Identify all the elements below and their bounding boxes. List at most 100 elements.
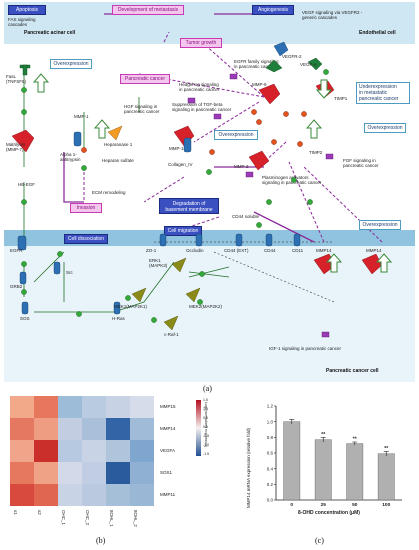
gene-cd44ext: CD44 (EXT) bbox=[224, 248, 249, 253]
colorbar-tick: 1.5 bbox=[203, 398, 208, 402]
x-tick-label: 100 bbox=[382, 502, 390, 508]
gene-src: Src bbox=[66, 270, 73, 275]
invasion-box: Invasion bbox=[70, 203, 102, 213]
x-tick-label: 50 bbox=[352, 502, 358, 508]
y-tick-label: 0.4 bbox=[267, 466, 274, 471]
overexpression-box-3: Overexpression bbox=[364, 123, 406, 133]
overexpression-box-4: Overexpression bbox=[359, 220, 401, 230]
gene-sos: SOS bbox=[20, 316, 30, 321]
gene-mmp14a: MMP14 bbox=[316, 248, 332, 253]
pathway-markers bbox=[187, 73, 334, 338]
gene-mmp2: MMP-2 bbox=[234, 164, 249, 169]
heatmap-col-label: OHC_1 bbox=[61, 510, 66, 526]
overexpression-box-2: Overexpression bbox=[214, 130, 258, 140]
pancreatic-cancer-box: Pancreatic cancer bbox=[120, 74, 170, 84]
bar bbox=[346, 443, 364, 501]
apoptosis-box: Apoptosis bbox=[8, 5, 46, 15]
gene-heparan: Heparan sulfate bbox=[102, 158, 134, 163]
gene-mek2: MEK2(MAP2K2) bbox=[189, 304, 223, 309]
cd44-soluble-label: CD44 soluble bbox=[232, 214, 260, 219]
colorbar-tick: 0.0 bbox=[203, 425, 208, 429]
heatmap-svg bbox=[10, 396, 201, 506]
gene-matrilysin: Matrilysin (MMP-7) bbox=[6, 142, 26, 152]
gene-zo1: ZO-1 bbox=[146, 248, 157, 253]
heatmap-row-label: MMP15 bbox=[160, 404, 176, 409]
region-cancer: Pancreatic cancer cell bbox=[326, 368, 379, 374]
bar bbox=[283, 421, 301, 501]
gene-hras: H-Ras bbox=[112, 316, 125, 321]
heparanase-glyph bbox=[107, 125, 123, 141]
cancer-cell-zone bbox=[4, 246, 415, 382]
colorbar-tick: 0.5 bbox=[203, 416, 208, 420]
y-tick-label: 0.0 bbox=[267, 498, 274, 503]
gene-grb2: GRB2 bbox=[10, 284, 23, 289]
gene-egfr: EGFR bbox=[10, 248, 23, 253]
fas-label: FAS signaling cascades bbox=[8, 17, 36, 27]
gene-cd44: CD44 bbox=[264, 248, 276, 253]
x-tick-label: 0 bbox=[290, 502, 293, 508]
heatmap-col-label: s2 bbox=[37, 510, 42, 515]
gene-mmp9: MMP-9 bbox=[252, 82, 267, 87]
bar-xlabel: 8-OHD concentration (μM) bbox=[298, 510, 360, 516]
gene-glyphs bbox=[11, 41, 393, 331]
x-tick-label: 25 bbox=[321, 502, 327, 508]
heatmap-row-label: SOS1 bbox=[160, 470, 173, 475]
cell-dissociation-box: Cell dissociation bbox=[64, 234, 108, 244]
metastasis-box: Development of metastasis bbox=[112, 5, 184, 15]
gene-hbegf: HB-EGF bbox=[18, 182, 36, 187]
significance-label: ** bbox=[321, 432, 325, 438]
cell-migration-box: Cell migration bbox=[164, 226, 202, 236]
gene-heparanase: Heparanase 1 bbox=[104, 142, 133, 147]
colorbar-tick: -1.0 bbox=[203, 443, 210, 447]
mmp14b-glyph bbox=[361, 253, 383, 275]
gene-mmp1b: MMP-1 bbox=[169, 146, 184, 151]
hedgehog-label: Hedgehog signaling in pancreatic cancer bbox=[179, 82, 220, 92]
bar-ylabel: MMP14 mRNA expression (relative fold) bbox=[246, 427, 251, 508]
pathway-map: Pancreatic acinar cell Endothelial cell … bbox=[4, 2, 415, 382]
colorbar-label: Log2(normalized expression) bbox=[204, 402, 208, 448]
panel-c-caption: (c) bbox=[315, 536, 324, 545]
tumor-growth-box: Tumor growth bbox=[180, 38, 222, 48]
acinar-endothelial-zone bbox=[4, 2, 415, 44]
gene-cd11: CD11 bbox=[292, 248, 304, 253]
gene-collagen: Collagen_IV bbox=[168, 162, 193, 167]
y-tick-label: 1.2 bbox=[267, 404, 274, 409]
hgf-label: HGF signaling in pancreatic cancer bbox=[124, 104, 160, 114]
colorbar bbox=[196, 400, 201, 456]
gene-mek1: MEK1(MAP2K1) bbox=[114, 304, 148, 309]
y-tick-label: 0.6 bbox=[267, 451, 274, 456]
mmp2-glyph bbox=[248, 150, 270, 171]
y-tick-label: 0.2 bbox=[267, 482, 274, 487]
gene-mmp14b: MMP14 bbox=[366, 248, 382, 253]
mmp9-glyph bbox=[258, 83, 281, 105]
heatmap-col-label: 8OHL_1 bbox=[109, 510, 114, 527]
vegf-label: VEGF signaling via VEGFR2 - generic casc… bbox=[302, 10, 363, 20]
gene-fasl: FasL (TNFSF6) bbox=[6, 74, 26, 84]
bar bbox=[314, 439, 332, 501]
igf-label: IGF-1 signaling in pancreatic cancer bbox=[269, 346, 342, 351]
heatmap-col-label: s1 bbox=[13, 510, 18, 515]
ecm-label: ECM remodeling bbox=[92, 190, 126, 195]
underexpression-box: Underexpression in metastatic pancreatic… bbox=[356, 82, 410, 104]
fgf-label: FGF signaling in pancreatic cancer bbox=[343, 158, 379, 168]
heatmap-row-label: VEGFA bbox=[160, 448, 176, 453]
heatmap-col-label: 8OHL_2 bbox=[133, 510, 138, 527]
bar bbox=[377, 453, 395, 501]
heatmap-row-label: MMP11 bbox=[160, 492, 176, 497]
gene-alpha1: Alpha 1- antitrypsin bbox=[60, 152, 81, 162]
gene-timp2: TIMP2 bbox=[309, 150, 323, 155]
significance-label: ** bbox=[384, 446, 388, 452]
angiogenesis-box: Angiogenesis bbox=[252, 5, 294, 15]
gene-vegfr2: VEGFR-2 bbox=[282, 54, 302, 59]
region-endothelial: Endothelial cell bbox=[359, 30, 396, 36]
heatmap-row-label: MMP14 bbox=[160, 426, 176, 431]
significance-label: ** bbox=[353, 437, 357, 443]
degradation-box: Degradation of basement membrane bbox=[159, 198, 219, 214]
tgf-label: Suppression of TGF-beta signaling in pan… bbox=[172, 102, 232, 112]
gene-craf: c-Raf-1 bbox=[164, 332, 179, 337]
gene-vegfa: VEGF-A bbox=[300, 62, 317, 67]
gene-erk1: ERK1 (MAPK3) bbox=[149, 258, 168, 268]
matrilysin-glyph bbox=[11, 129, 35, 153]
overexpression-box-1: Overexpression bbox=[50, 59, 92, 69]
